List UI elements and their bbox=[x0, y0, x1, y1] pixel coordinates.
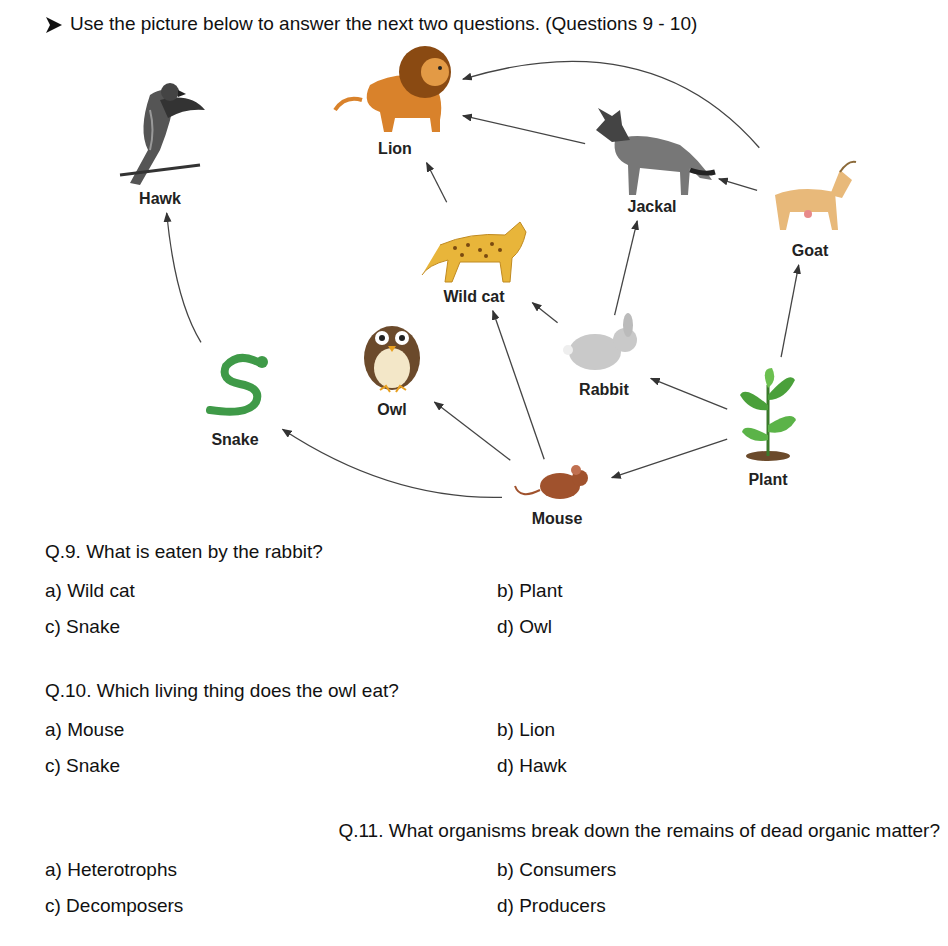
answer-option: b) Plant bbox=[497, 580, 562, 602]
plant-illustration bbox=[740, 368, 796, 461]
question-text: Q.10. Which living thing does the owl ea… bbox=[45, 680, 399, 702]
animal-label: Hawk bbox=[110, 190, 210, 208]
animal-node: Snake bbox=[190, 345, 280, 451]
jackal-illustration bbox=[596, 108, 715, 195]
animal-node: Jackal bbox=[588, 100, 716, 218]
animal-label: Plant bbox=[730, 471, 806, 489]
animal-node: Wild cat bbox=[418, 205, 530, 308]
food-arrow bbox=[427, 163, 447, 203]
food-arrow bbox=[463, 61, 759, 147]
answer-option: c) Snake bbox=[45, 755, 120, 777]
food-arrow bbox=[463, 116, 585, 144]
bullet-arrow bbox=[46, 17, 62, 33]
answer-option: b) Lion bbox=[497, 719, 555, 741]
animal-node: Lion bbox=[330, 40, 460, 160]
answer-option: d) Hawk bbox=[497, 755, 567, 777]
food-arrow bbox=[283, 429, 503, 497]
animal-node: Rabbit bbox=[560, 318, 648, 401]
question-text: Q.11. What organisms break down the rema… bbox=[338, 820, 940, 842]
animal-label: Mouse bbox=[505, 510, 609, 528]
answer-option: a) Heterotrophs bbox=[45, 859, 177, 881]
hawk-illustration bbox=[120, 83, 205, 185]
animal-label: Wild cat bbox=[418, 288, 530, 306]
animal-node: Hawk bbox=[110, 75, 210, 210]
mouse-illustration bbox=[515, 465, 588, 499]
animal-label: Goat bbox=[760, 242, 860, 260]
answer-option: c) Snake bbox=[45, 616, 120, 638]
owl-illustration bbox=[364, 326, 420, 392]
food-arrow bbox=[532, 303, 557, 323]
answer-option: d) Owl bbox=[497, 616, 552, 638]
wildcat-illustration bbox=[422, 222, 526, 282]
lion-illustration bbox=[335, 46, 451, 132]
food-arrow bbox=[434, 402, 510, 460]
title: Use the picture below to answer the next… bbox=[70, 13, 697, 35]
food-arrow bbox=[719, 179, 757, 190]
question-text: Q.9. What is eaten by the rabbit? bbox=[45, 541, 323, 563]
goat-illustration bbox=[775, 162, 856, 230]
answer-option: b) Consumers bbox=[497, 859, 616, 881]
animal-node: Mouse bbox=[505, 462, 609, 530]
food-arrow bbox=[615, 221, 638, 315]
animal-label: Jackal bbox=[588, 198, 716, 216]
animal-node: Plant bbox=[730, 360, 806, 491]
animal-label: Snake bbox=[190, 431, 280, 449]
snake-illustration bbox=[210, 356, 268, 412]
animal-label: Lion bbox=[330, 140, 460, 158]
food-arrow bbox=[167, 213, 201, 342]
animal-node: Goat bbox=[760, 150, 860, 262]
answer-option: a) Mouse bbox=[45, 719, 124, 741]
answer-option: c) Decomposers bbox=[45, 895, 183, 917]
food-arrow bbox=[612, 439, 727, 478]
answer-option: a) Wild cat bbox=[45, 580, 135, 602]
food-arrow bbox=[493, 311, 544, 459]
food-arrow bbox=[651, 378, 727, 409]
answer-option: d) Producers bbox=[497, 895, 606, 917]
animal-label: Owl bbox=[352, 401, 432, 419]
food-arrow bbox=[781, 265, 799, 357]
animal-node: Owl bbox=[352, 318, 432, 421]
animal-label: Rabbit bbox=[560, 381, 648, 399]
rabbit-illustration bbox=[563, 313, 637, 370]
